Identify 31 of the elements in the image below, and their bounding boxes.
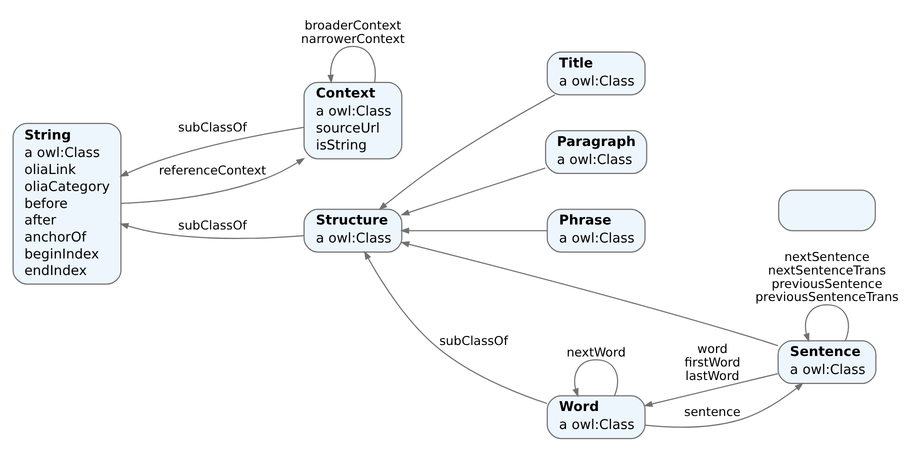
- edge-label: nextWord: [566, 345, 626, 360]
- node-box: Sentence a owl:Class: [778, 340, 876, 384]
- node-box: Structure a owl:Class: [304, 208, 402, 253]
- arrow: [645, 382, 804, 428]
- arrow: [119, 126, 304, 177]
- node-box: [778, 190, 876, 232]
- edge-label: subClassOf: [178, 218, 247, 232]
- edge-label: word firstWord lastWord: [684, 342, 740, 383]
- edge-label: broaderContext narrowerContext: [301, 18, 405, 46]
- arrow: [572, 359, 618, 398]
- node-box: Context a owl:Class sourceUrl isString: [304, 82, 402, 160]
- arrow: [400, 228, 548, 234]
- arrow: [643, 373, 778, 407]
- node-box: Phrase a owl:Class: [546, 208, 646, 253]
- edge-label: referenceContext: [158, 163, 266, 178]
- edge-label: nextSentence nextSentenceTrans previousSentence previousSentenceTrans: [755, 250, 899, 304]
- edge-label: subClassOf: [178, 120, 247, 135]
- arrow: [803, 304, 849, 342]
- arrow: [120, 223, 304, 239]
- node-box: String a owl:Class oliaLink oliaCategory before after anchorOf beginIndex endIndex: [12, 122, 122, 285]
- edge-label: subClassOf: [439, 334, 508, 348]
- arrow: [378, 94, 556, 210]
- arrow: [121, 158, 306, 204]
- node-box: Word a owl:Class: [546, 395, 646, 440]
- arrow: [400, 241, 778, 346]
- node-box: Title a owl:Class: [546, 52, 646, 96]
- arrow: [327, 46, 376, 84]
- node-box: Paragraph a owl:Class: [545, 130, 648, 174]
- arrow: [400, 167, 546, 216]
- edge-label: sentence: [684, 404, 741, 419]
- arrow: [364, 250, 548, 404]
